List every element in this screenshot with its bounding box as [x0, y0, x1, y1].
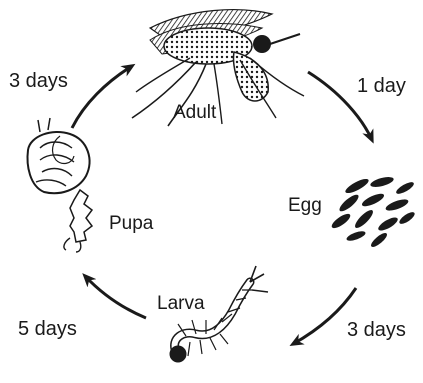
stage-label-adult: Adult — [173, 103, 216, 122]
duration-egg-to-larva: 3 days — [347, 320, 406, 340]
arrow-larva-to-pupa — [85, 276, 146, 318]
stage-label-pupa: Pupa — [109, 214, 153, 233]
duration-pupa-to-adult: 3 days — [9, 71, 68, 91]
arrow-pupa-to-adult — [72, 66, 132, 128]
duration-adult-to-egg: 1 day — [357, 76, 406, 96]
adult-mosquito-illustration — [132, 10, 304, 126]
duration-larva-to-pupa: 5 days — [18, 319, 77, 339]
eggs-illustration — [330, 175, 417, 249]
larva-illustration — [170, 266, 268, 362]
stage-label-larva: Larva — [157, 294, 205, 313]
stage-label-egg: Egg — [288, 196, 322, 215]
pupa-illustration — [28, 118, 92, 252]
